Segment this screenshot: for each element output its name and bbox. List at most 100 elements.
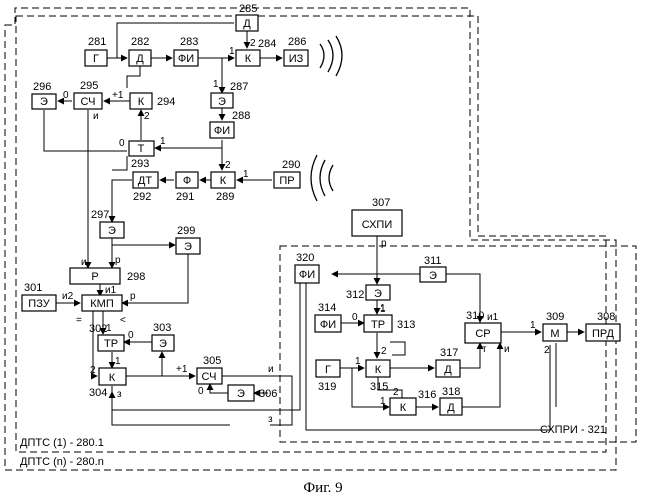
pin-284-2: 2 [250, 38, 256, 49]
block-301-text: ПЗУ [28, 298, 50, 310]
num-309: 309 [546, 311, 564, 323]
num-303: 303 [153, 322, 171, 334]
num-310: 310 [466, 310, 484, 322]
pin-316-1: 1 [380, 396, 386, 407]
block-305-text: СЧ [202, 371, 217, 383]
label-dptc-1: ДПТС (1) - 280.1 [20, 437, 104, 449]
pin-313-1: 1 [380, 304, 386, 315]
block-313-text: ТР [371, 319, 385, 331]
block-282-text: Д [136, 53, 144, 65]
block-286-text: ИЗ [289, 53, 304, 65]
block-318-text: Д [447, 402, 455, 414]
pin-298-i: и [81, 257, 87, 268]
pin-284-1: 1 [229, 46, 235, 57]
num-290: 290 [282, 159, 300, 171]
pin-307-r: р [381, 238, 387, 249]
block-293-text: Т [138, 143, 145, 155]
block-307-text: СХПИ [362, 219, 392, 231]
pin-315-1: 1 [355, 356, 361, 367]
pin-305-0: 0 [198, 386, 204, 397]
num-299: 299 [177, 225, 195, 237]
num-283: 283 [180, 36, 198, 48]
block-316-text: К [400, 402, 407, 414]
block-304-text: К [109, 372, 116, 384]
num-291: 291 [176, 191, 194, 203]
block-281-text: Г [93, 53, 99, 65]
num-292: 292 [133, 191, 151, 203]
block-319-text: Г [325, 364, 331, 376]
num-314: 314 [318, 302, 336, 314]
block-302-text: ТР [104, 338, 118, 350]
block-320-text: ФИ [299, 269, 315, 281]
num-301: 301 [24, 282, 42, 294]
num-312: 312 [346, 289, 364, 301]
pin-310-i1: и1 [487, 312, 499, 323]
block-284-text: К [245, 53, 252, 65]
block-306-text: Э [237, 388, 245, 400]
block-295-text: СЧ [81, 96, 96, 108]
block-289-text: К [220, 175, 227, 187]
block-298-text: Р [91, 271, 98, 283]
pin-309-1: 1 [530, 320, 536, 331]
frame-dptc-n [5, 8, 616, 470]
block-314-text: ФИ [320, 319, 336, 331]
pin-kmp-i1: и1 [105, 285, 117, 296]
num-288: 288 [232, 110, 250, 122]
pin-kmp-r: р [130, 291, 136, 302]
num-308: 308 [597, 311, 615, 323]
pin-309-2: 2 [544, 345, 550, 356]
num-286: 286 [288, 36, 306, 48]
block-317-text: Д [444, 364, 452, 376]
pin-kmp-lt: < [120, 315, 126, 326]
block-291-text: Ф [183, 175, 191, 187]
num-289: 289 [216, 191, 234, 203]
num-307: 307 [372, 197, 390, 209]
block-290-text: ПР [279, 175, 294, 187]
pin-302-1: 1 [106, 323, 112, 334]
pin-293-0: 0 [119, 138, 125, 149]
pin-313-2: 2 [381, 346, 387, 357]
pin-305-i: и [268, 364, 274, 375]
num-285: 285 [239, 3, 257, 15]
block-292-text: ДТ [138, 175, 152, 187]
num-318: 318 [442, 386, 460, 398]
num-313: 313 [397, 319, 415, 331]
num-320: 320 [296, 252, 314, 264]
block-303-text: Э [159, 338, 167, 350]
num-298: 298 [127, 271, 145, 283]
num-296: 296 [33, 81, 51, 93]
pin-310-i: и [504, 344, 510, 355]
pin-293-1: 1 [160, 136, 166, 147]
pin-kmp-i2: и2 [62, 291, 74, 302]
block-312-text: Э [374, 288, 382, 300]
num-287: 287 [230, 81, 248, 93]
pin-305-p1: +1 [176, 364, 188, 375]
pin-304-1: 1 [115, 356, 121, 367]
block-309-text: М [550, 328, 559, 340]
pin-306-z: з [268, 414, 273, 425]
pin-kmp-eq: = [76, 315, 82, 326]
num-304: 304 [89, 387, 107, 399]
pin-304-2: 2 [90, 365, 96, 376]
num-293: 293 [131, 158, 149, 170]
pin-295-i: и [93, 111, 99, 122]
block-283-text: ФИ [178, 53, 194, 65]
block-297-text: Э [108, 225, 116, 237]
block-299-text: Э [184, 241, 192, 253]
pin-287-1: 1 [213, 79, 219, 90]
transmit-waves-icon [320, 36, 342, 76]
num-306: 306 [259, 388, 277, 400]
pin-304-z: з [117, 389, 122, 400]
pin-298-r: р [115, 255, 121, 266]
figure-caption: Фиг. 9 [303, 480, 342, 496]
num-319: 319 [318, 381, 336, 393]
pin-294-1: +1 [112, 90, 124, 101]
pin-294-2: 2 [144, 111, 150, 122]
num-316: 316 [418, 389, 436, 401]
num-284: 284 [258, 38, 276, 50]
block-296-text: Э [40, 96, 48, 108]
block-288-text: ФИ [214, 125, 230, 137]
block-308-text: ПРД [592, 328, 615, 340]
block-kmp-text: КМП [90, 298, 114, 310]
